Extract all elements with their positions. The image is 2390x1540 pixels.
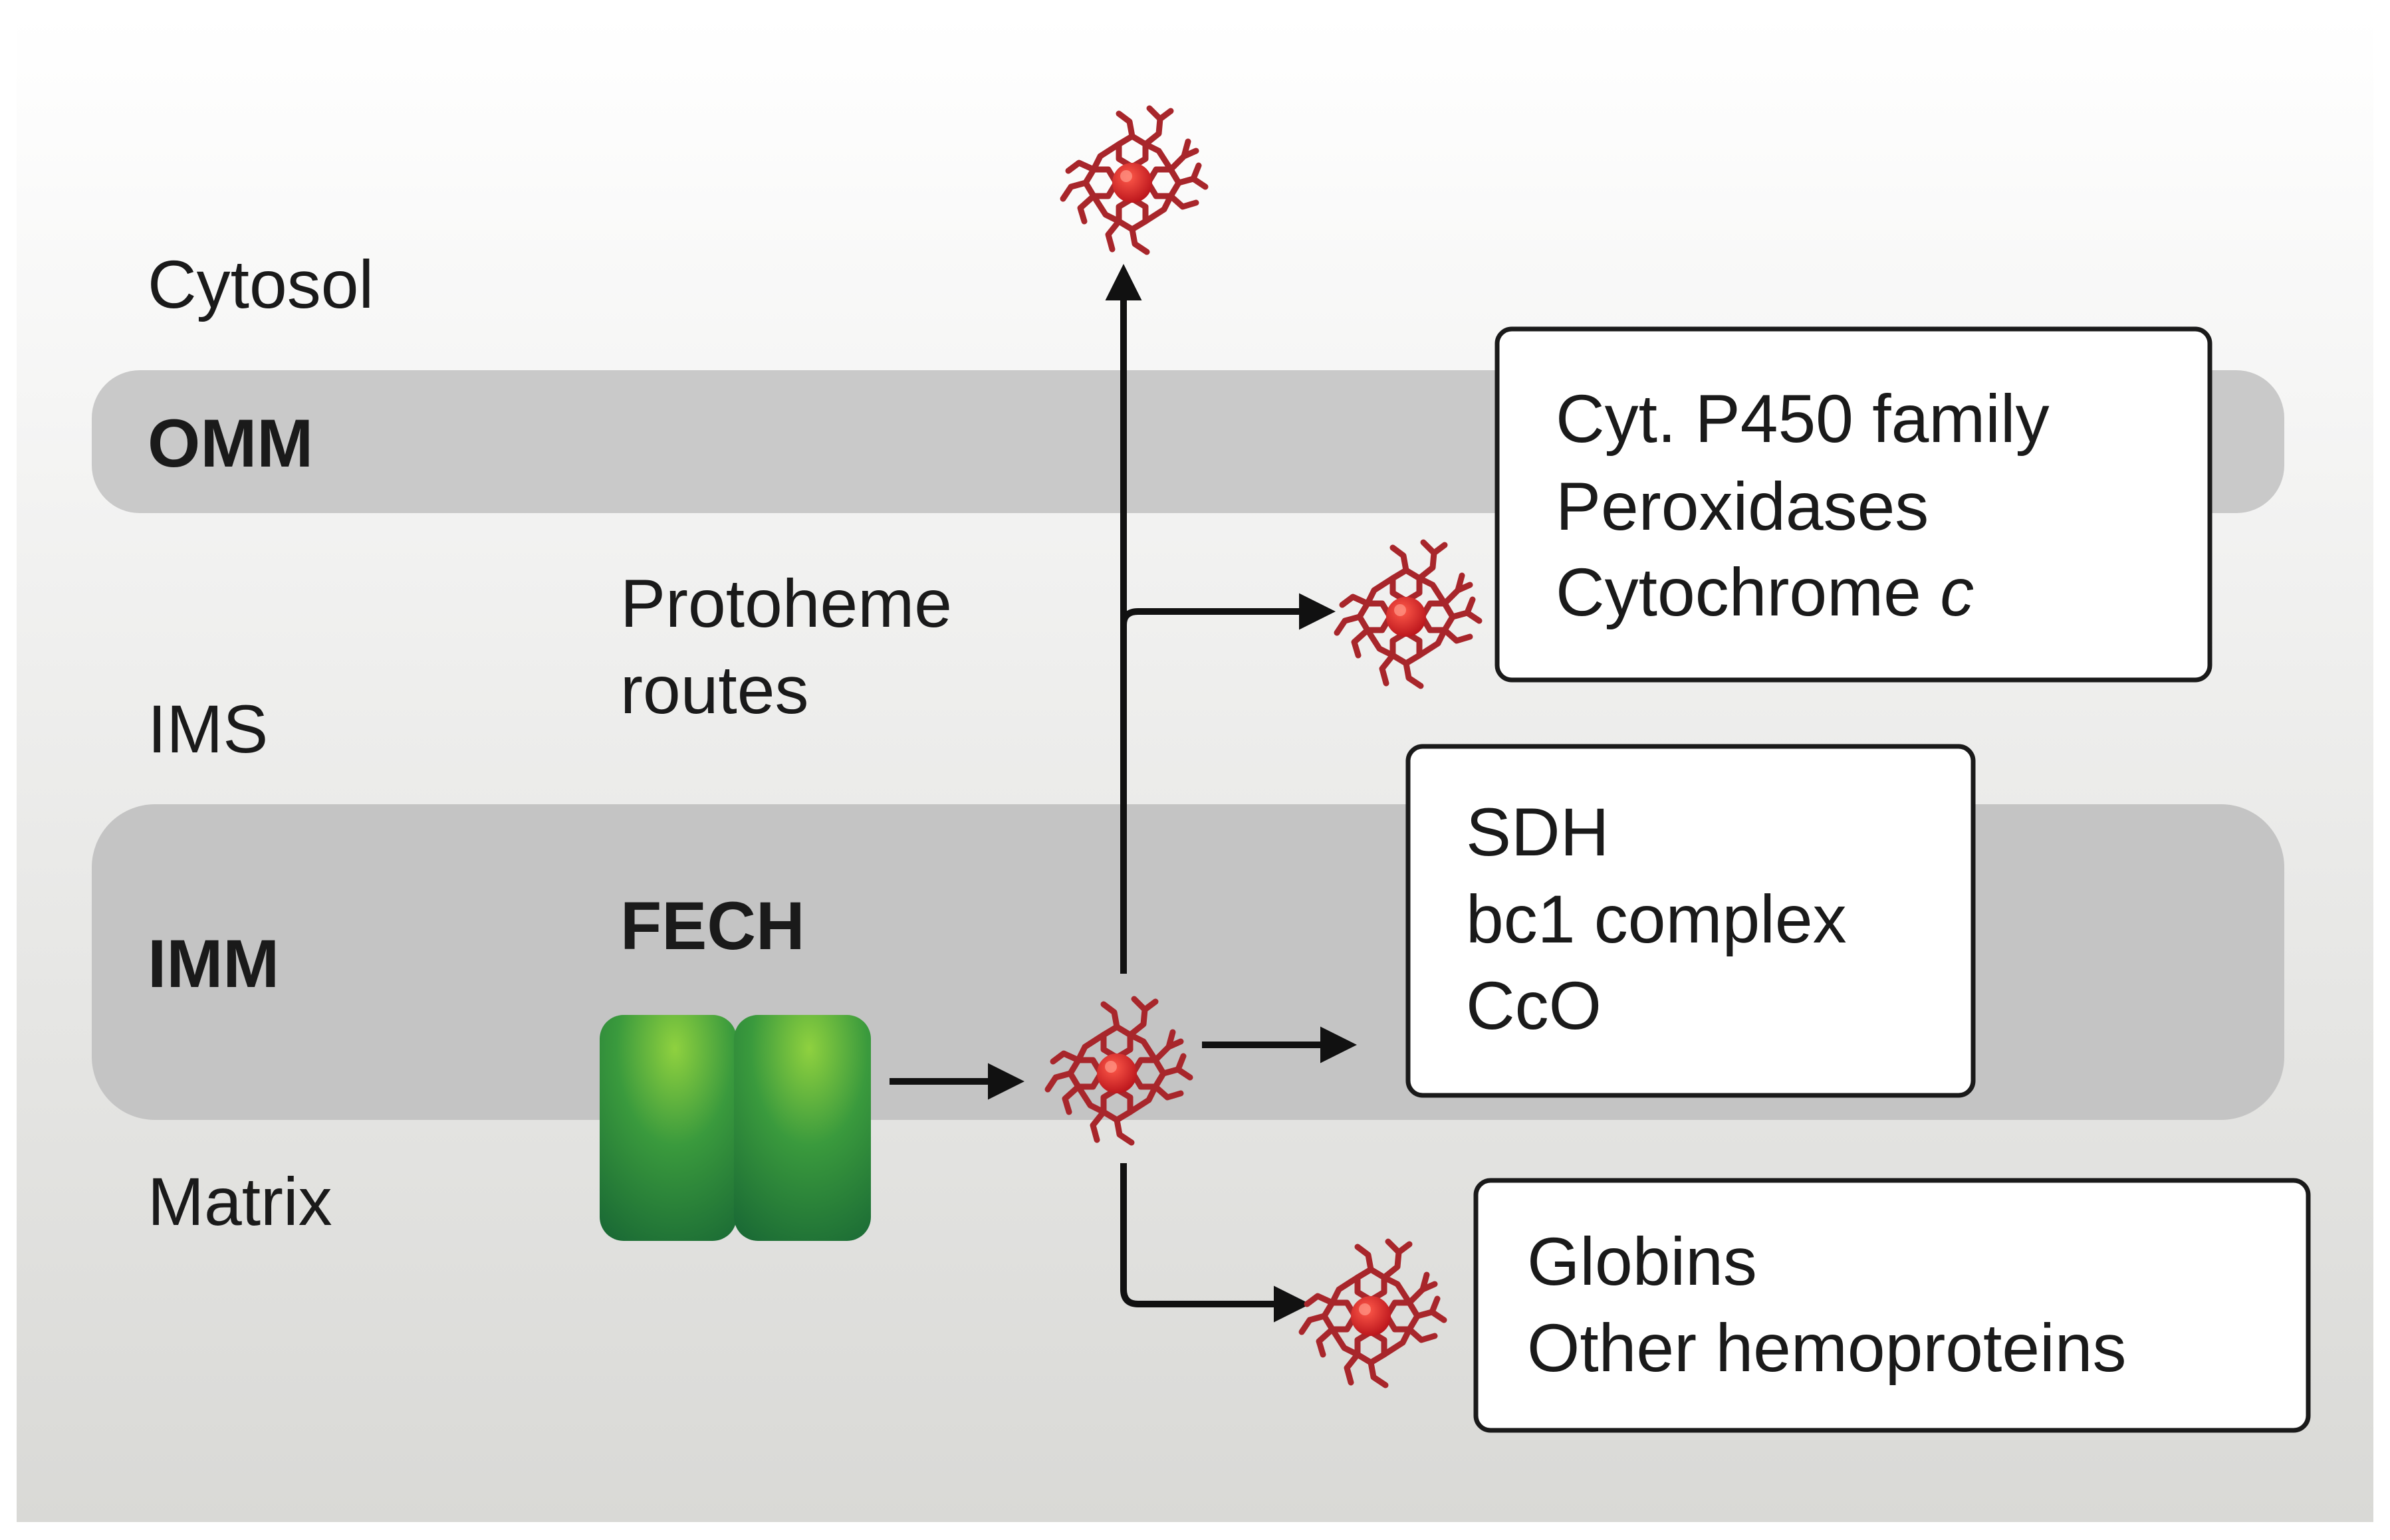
omm-label: OMM — [148, 405, 313, 481]
box1-line1: Cyt. P450 family — [1556, 381, 2050, 457]
arrow-to-matrix-heme — [1120, 1163, 1310, 1323]
box1-line3: Cytochrome c — [1556, 554, 1974, 630]
matrix-hemoproteins-box: Globins Other hemoproteins — [1473, 1178, 2311, 1433]
imm-hemoproteins-box: SDH bc1 complex CcO — [1405, 744, 1976, 1098]
routes-label-line1: Protoheme — [620, 566, 952, 641]
routes-label-line2: routes — [620, 652, 809, 728]
box2-line3: CcO — [1466, 968, 1602, 1044]
box1-line3-italic: c — [1940, 554, 1974, 630]
imm-label: IMM — [148, 926, 279, 1002]
box3-line2: Other hemoproteins — [1527, 1310, 2126, 1386]
cytosol-label: Cytosol — [148, 247, 374, 322]
box2-line1: SDH — [1466, 794, 1609, 870]
cytosolic-hemoproteins-box: Cyt. P450 family Peroxidases Cytochrome … — [1494, 326, 2212, 683]
box2-line2: bc1 complex — [1466, 881, 1847, 957]
box3-line1: Globins — [1527, 1224, 1757, 1299]
box1-line2: Peroxidases — [1556, 469, 1929, 544]
arrow-to-ims-heme — [1120, 593, 1336, 638]
fech-label: FECH — [620, 888, 805, 964]
ims-label: IMS — [148, 691, 268, 767]
route-arrows — [890, 264, 1357, 1323]
matrix-label: Matrix — [148, 1164, 332, 1240]
box1-line3-prefix: Cytochrome — [1556, 554, 1940, 630]
fech-enzyme-icon — [600, 1015, 871, 1241]
